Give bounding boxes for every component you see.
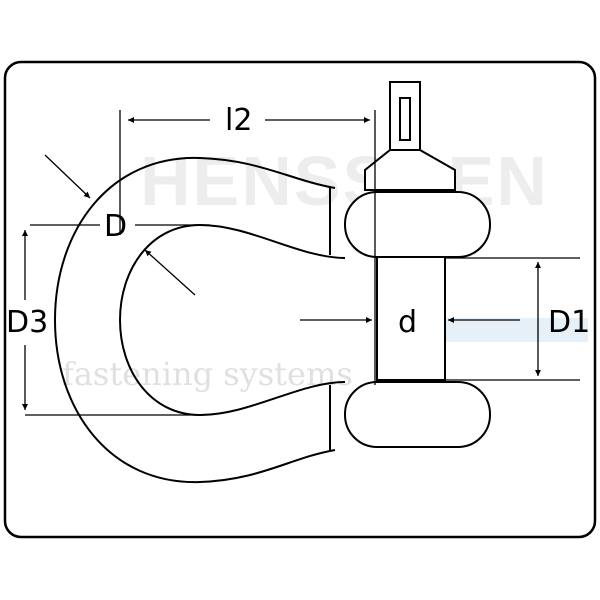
frame [3,60,597,539]
dimension-lines [22,110,580,416]
label-l2: l2 [225,103,252,138]
watermark-brand: HENSSGEN [140,142,549,220]
shackle-pin [344,81,491,448]
label-D: D [104,209,127,244]
label-d: d [398,305,417,340]
label-D3: D3 [6,305,48,340]
label-D1: D1 [548,305,590,340]
watermark-tagline: fastening systems [62,355,353,393]
shackle-body [53,156,346,484]
